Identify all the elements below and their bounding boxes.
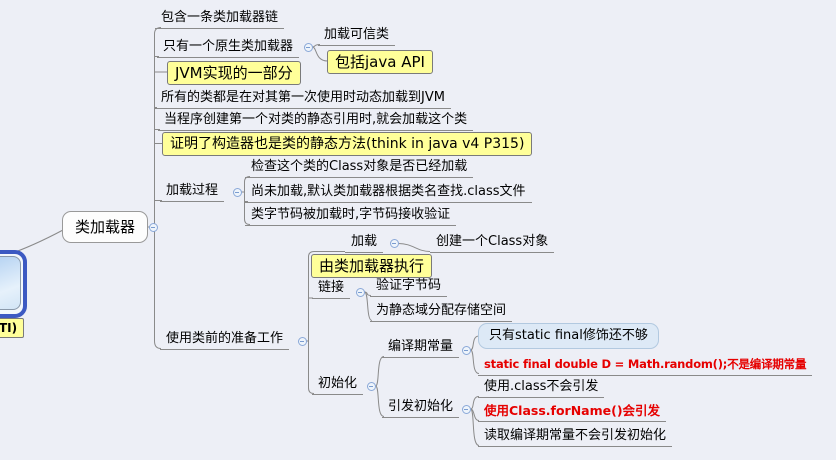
node-by-classloader[interactable]: 由类加载器执行	[311, 254, 433, 278]
node-java-api[interactable]: 包括java API	[327, 50, 433, 74]
node-forname-trigger[interactable]: 使用Class.forName()会引发	[478, 402, 667, 422]
node-native-loader[interactable]: 只有一个原生类加载器	[157, 38, 300, 58]
node-create-class-object[interactable]: 创建一个Class对象	[430, 233, 555, 253]
fold-minus-icon[interactable]	[366, 381, 376, 391]
node-init[interactable]: 初始化	[312, 375, 364, 395]
node-check-class-object[interactable]: 检查这个类的Class对象是否已经加载	[245, 158, 474, 178]
node-static-final-note[interactable]: 只有static final修饰还不够	[478, 323, 659, 349]
node-find-class-file[interactable]: 尚未加载,默认类加载器根据类名查找.class文件	[245, 183, 532, 203]
fold-minus-icon[interactable]	[389, 239, 399, 248]
fold-minus-icon[interactable]	[461, 404, 471, 414]
node-loader-chain[interactable]: 包含一条类加载器链	[155, 9, 285, 29]
node-compile-const[interactable]: 编译期常量	[382, 338, 460, 358]
node-prep-before-use[interactable]: 使用类前的准备工作	[160, 330, 290, 350]
node-trusted-classes[interactable]: 加载可信类	[318, 26, 396, 46]
root-node-partial[interactable]	[0, 250, 27, 318]
node-static-ref-load[interactable]: 当程序创建第一个对类的静态引用时,就会加载这个类	[158, 111, 474, 131]
node-dotclass-no-trigger[interactable]: 使用.class不会引发	[478, 378, 605, 398]
node-dynamic-load[interactable]: 所有的类都是在对其第一次使用时动态加载到JVM	[155, 89, 451, 109]
root-node-body	[0, 256, 21, 310]
node-verify-bytecode[interactable]: 验证字节码	[370, 277, 448, 297]
node-link[interactable]: 链接	[312, 279, 351, 299]
node-jvm-part[interactable]: JVM实现的一部分	[167, 61, 301, 85]
node-load-process[interactable]: 加载过程	[160, 182, 225, 202]
fold-minus-icon[interactable]	[461, 345, 471, 355]
fold-minus-icon[interactable]	[232, 187, 242, 197]
node-read-const-no-trigger[interactable]: 读取编译期常量不会引发初始化	[478, 427, 673, 447]
node-load[interactable]: 加载	[345, 233, 384, 253]
fold-minus-icon[interactable]	[355, 287, 365, 297]
root-note-fragment[interactable]: TI)	[0, 318, 25, 338]
fold-minus-icon[interactable]	[148, 222, 158, 232]
node-static-storage[interactable]: 为静态域分配存储空间	[370, 302, 513, 322]
node-math-random-warning[interactable]: static final double D = Math.random();不是…	[478, 355, 813, 376]
node-trigger-init[interactable]: 引发初始化	[382, 398, 460, 418]
node-constructor-note[interactable]: 证明了构造器也是类的静态方法(think in java v4 P315)	[162, 132, 533, 156]
fold-minus-icon[interactable]	[303, 42, 313, 52]
fold-minus-icon[interactable]	[297, 336, 307, 346]
node-class-loader[interactable]: 类加载器	[62, 211, 149, 243]
node-bytecode-verified[interactable]: 类字节码被加载时,字节码接收验证	[245, 206, 457, 226]
